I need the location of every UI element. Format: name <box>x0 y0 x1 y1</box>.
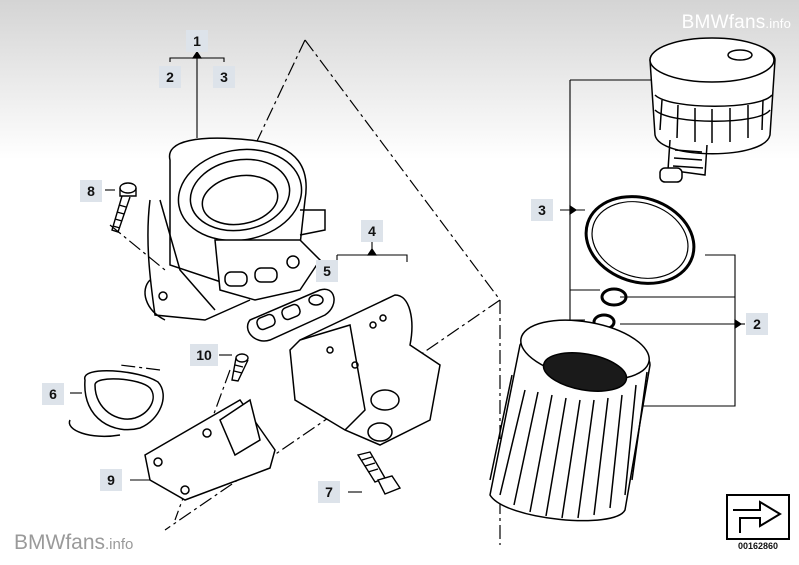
screw-8 <box>111 182 137 233</box>
watermark-top-brand: BMWfans <box>681 12 766 33</box>
callout-7[interactable]: 7 <box>318 481 340 503</box>
oil-cooler-adapter-4 <box>289 294 441 446</box>
bracket-arrows <box>191 50 743 330</box>
callout-5[interactable]: 5 <box>316 260 338 282</box>
callout-1[interactable]: 1 <box>186 30 208 52</box>
callout-8[interactable]: 8 <box>80 180 102 202</box>
callout-4[interactable]: 4 <box>361 220 383 242</box>
bolt-7 <box>356 451 402 495</box>
callout-6[interactable]: 6 <box>42 383 64 405</box>
callout-2-right[interactable]: 2 <box>746 313 768 335</box>
o-ring-small-1 <box>600 287 628 307</box>
bracket-9 <box>144 398 276 501</box>
diagram-id-label: 00162860 <box>737 541 779 551</box>
callout-3-right[interactable]: 3 <box>531 199 553 221</box>
watermark-bottom-brand: BMWfans <box>14 531 106 554</box>
watermark-bottom: BMWfans.info <box>14 531 133 555</box>
watermark-bottom-suffix: .info <box>105 536 134 553</box>
diagram-id-icon <box>726 494 790 540</box>
watermark-top-suffix: .info <box>765 16 791 31</box>
o-ring-large <box>584 195 696 285</box>
gasket-6 <box>68 370 164 438</box>
callout-9[interactable]: 9 <box>100 469 122 491</box>
oil-filter-cap <box>649 37 776 183</box>
oil-filter-housing <box>144 137 326 321</box>
screw-10 <box>231 353 249 382</box>
gasket-5 <box>246 288 335 342</box>
oil-filter-element <box>489 319 651 522</box>
callout-3-left[interactable]: 3 <box>213 66 235 88</box>
watermark-top: BMWfans.info <box>682 12 791 34</box>
callout-2-left[interactable]: 2 <box>159 66 181 88</box>
callout-10[interactable]: 10 <box>190 344 218 366</box>
